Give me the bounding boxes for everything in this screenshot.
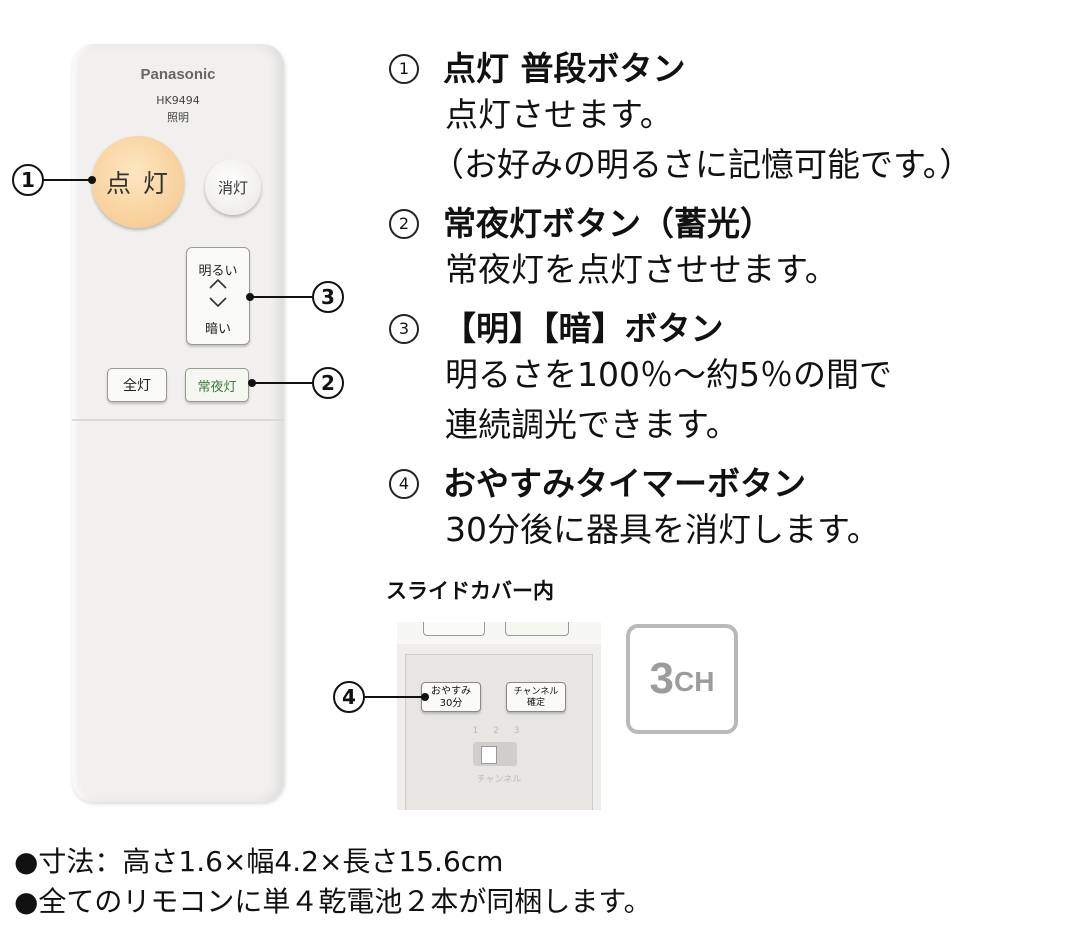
item-line: 点灯させます。	[445, 95, 673, 134]
sleep-timer-minutes: 30分	[439, 698, 463, 709]
callout-3-dot	[246, 293, 254, 301]
item-line: 明るさを100％～約5％の間で	[445, 355, 892, 394]
slide-cover-recess	[405, 654, 593, 810]
item-title: 点灯 普段ボタン	[443, 49, 686, 88]
feature-item-1: 1 点灯 普段ボタン 点灯させます。 （お好みの明るさに記憶可能です。）	[385, 47, 1085, 190]
channel-label: チャンネル	[513, 687, 559, 697]
channel-count: 3	[649, 654, 675, 703]
partial-night-light-button	[505, 622, 569, 636]
brand-logo: Panasonic	[140, 66, 216, 83]
light-on-button[interactable]: 点 灯	[92, 136, 184, 228]
light-off-button[interactable]: 消灯	[205, 159, 261, 215]
channel-ticks: 1 2 3	[472, 726, 526, 736]
channel-switch-knob[interactable]	[481, 746, 497, 764]
item-line: 常夜灯を点灯させせます。	[445, 250, 838, 289]
slide-cover-title: スライドカバー内	[386, 579, 554, 603]
partial-full-light-button	[423, 622, 485, 636]
callout-4-line	[365, 696, 425, 698]
model-number: HK9494	[156, 94, 200, 107]
brightness-down-label: 暗い	[204, 322, 231, 337]
specs: ●寸法：高さ1.6×幅4.2×長さ15.6cm ●全てのリモコンに単４乾電池２本…	[14, 842, 652, 922]
chevron-down-icon	[187, 296, 249, 311]
feature-item-2: 2 常夜灯ボタン（蓄光） 常夜灯を点灯させせます。	[385, 202, 1085, 295]
item-number: 2	[389, 208, 419, 239]
callout-1-dot	[88, 176, 96, 184]
item-title: 常夜灯ボタン（蓄光）	[443, 204, 773, 243]
slide-cover-photo: おやすみ 30分 チャンネル 確定 1 2 3 チャンネル	[397, 622, 601, 810]
callout-4-dot	[421, 693, 429, 701]
callout-2-line	[252, 382, 312, 384]
callout-1-line	[44, 179, 92, 181]
channel-switch-label: チャンネル	[476, 775, 522, 785]
confirm-label: 確定	[526, 698, 545, 708]
channel-unit: CH	[674, 666, 715, 697]
callout-2-dot	[248, 379, 256, 387]
item-title: おやすみタイマーボタン	[443, 464, 806, 503]
channel-badge: 3 CH	[626, 624, 738, 734]
item-number: 4	[389, 468, 419, 499]
item-line: 30分後に器具を消灯します。	[445, 510, 880, 549]
spec-dimensions: ●寸法：高さ1.6×幅4.2×長さ15.6cm	[14, 845, 504, 878]
slide-cover-edge	[72, 419, 284, 421]
full-light-button[interactable]: 全灯	[107, 368, 167, 402]
feature-item-4: 4 おやすみタイマーボタン 30分後に器具を消灯します。	[385, 462, 1085, 555]
item-line: （お好みの明るさに記憶可能です。）	[431, 145, 973, 184]
item-number: 3	[389, 313, 419, 344]
item-title: 【明】【暗】ボタン	[443, 309, 724, 348]
feature-descriptions: 1 点灯 普段ボタン 点灯させます。 （お好みの明るさに記憶可能です。） 2 常夜灯…	[385, 47, 1085, 567]
callout-1: 1	[12, 164, 44, 196]
callout-2: 2	[312, 367, 344, 399]
callout-3: 3	[312, 281, 344, 313]
sleep-timer-button[interactable]: おやすみ 30分	[421, 682, 481, 712]
item-line: 連続調光できます。	[445, 405, 739, 444]
brightness-up-label: 明るい	[198, 264, 238, 279]
sleep-timer-label: おやすみ	[431, 686, 471, 697]
spec-batteries: ●全てのリモコンに単４乾電池２本が同梱します。	[14, 885, 652, 918]
brightness-button[interactable]: 明るい 暗い	[186, 247, 250, 345]
remote-control: Panasonic HK9494 照明 点 灯 消灯 明るい 暗い 全灯 常夜灯	[72, 44, 284, 802]
callout-3-line	[250, 296, 312, 298]
chevron-up-icon	[187, 278, 249, 293]
night-light-button[interactable]: 常夜灯	[185, 368, 249, 402]
feature-item-3: 3 【明】【暗】ボタン 明るさを100％～約5％の間で 連続調光できます。	[385, 307, 1085, 450]
model-subtitle: 照明	[167, 111, 189, 124]
callout-4: 4	[333, 681, 365, 713]
channel-confirm-button[interactable]: チャンネル 確定	[506, 682, 566, 712]
item-number: 1	[389, 53, 419, 84]
